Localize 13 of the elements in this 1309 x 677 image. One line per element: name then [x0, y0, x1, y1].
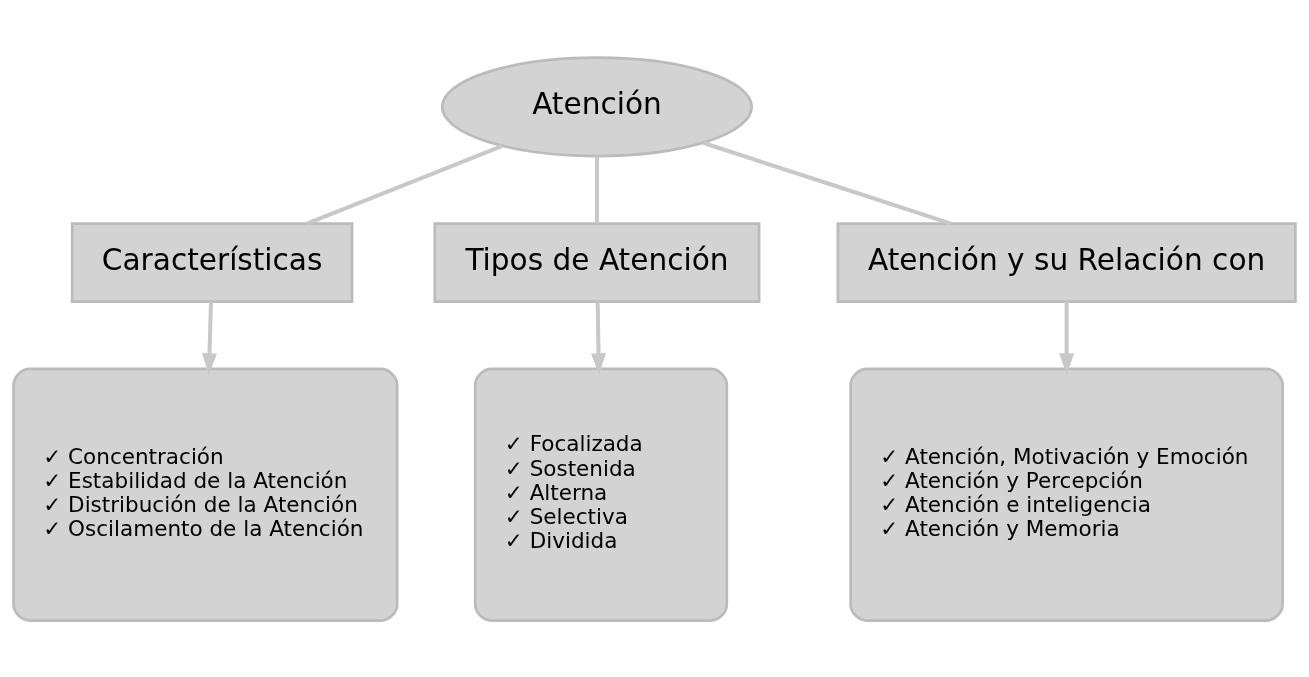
- node-box: ✓ Concentración ✓ Estabilidad de la Atención ✓ Distribución de la Atención ✓ Oscilamento de la Atención: [12, 367, 399, 622]
- arrow: [1059, 301, 1075, 375]
- node-box: Tipos de Atención: [433, 221, 761, 303]
- node-box: ✓ Focalizada ✓ Sostenida ✓ Alterna ✓ Selectiva ✓ Dividida: [473, 367, 729, 622]
- arrow: [590, 301, 607, 375]
- connector: [702, 140, 952, 226]
- connector: [594, 156, 599, 223]
- node-box: Atención y su Relación con: [836, 221, 1297, 303]
- node-ellipse: Atención: [440, 55, 754, 157]
- node-box: ✓ Atención, Motivación y Emoción ✓ Atención y Percepción ✓ Atención e inteligencia ✓ Atención y Memoria: [849, 367, 1284, 622]
- connector: [306, 143, 503, 225]
- arrow: [201, 301, 218, 375]
- node-box: Características: [70, 221, 354, 303]
